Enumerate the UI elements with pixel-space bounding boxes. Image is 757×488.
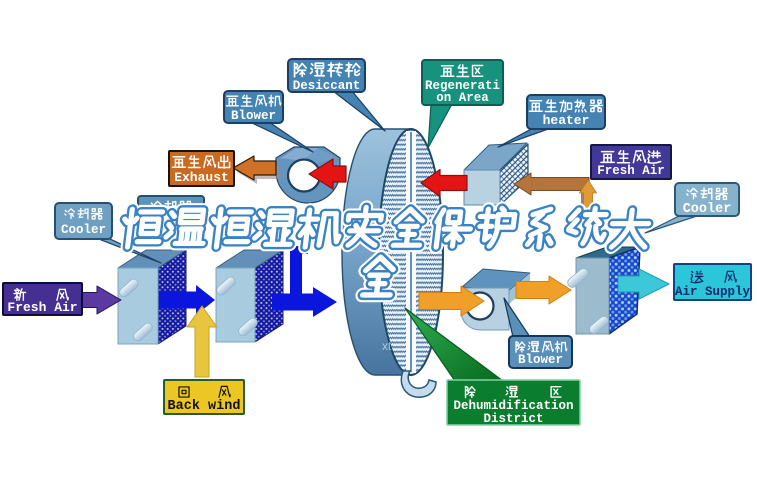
svg-text:Back wind: Back wind <box>168 399 241 414</box>
svg-text:Blower: Blower <box>231 109 276 123</box>
svg-text:heater: heater <box>543 113 590 128</box>
svg-text:Regenerati: Regenerati <box>425 79 500 93</box>
svg-text:Dehumidification: Dehumidification <box>453 399 573 413</box>
svg-text:xt: xt <box>382 339 392 353</box>
svg-text:Exhaust: Exhaust <box>174 170 229 185</box>
svg-text:Air Supply: Air Supply <box>675 285 751 299</box>
svg-text:Blower: Blower <box>518 353 563 367</box>
svg-text:Fresh Air: Fresh Air <box>7 300 77 315</box>
svg-text:Fresh Air: Fresh Air <box>597 164 665 178</box>
svg-text:on Area: on Area <box>436 91 489 105</box>
svg-text:District: District <box>483 412 543 426</box>
svg-text:Desiccant: Desiccant <box>293 79 361 93</box>
svg-text:Cooler: Cooler <box>61 223 106 237</box>
svg-text:Cooler: Cooler <box>683 202 732 217</box>
